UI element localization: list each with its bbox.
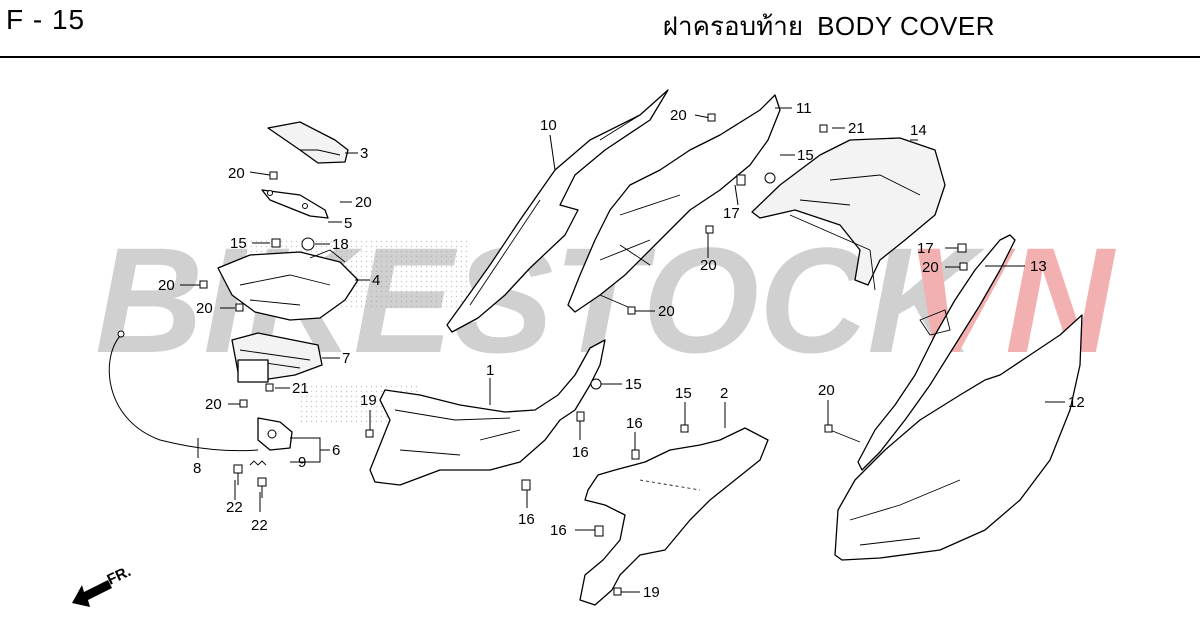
callout-label: 20 bbox=[922, 259, 939, 276]
title-english: BODY COVER bbox=[817, 11, 995, 41]
part-4-center-tray[interactable] bbox=[217, 249, 359, 321]
part-22-bolts[interactable] bbox=[233, 464, 267, 498]
callout-label: 9 bbox=[298, 454, 306, 471]
callout-label: 20 bbox=[158, 277, 175, 294]
title-thai: ฝาครอบท้าย bbox=[662, 11, 804, 41]
callout-label: 16 bbox=[550, 522, 567, 539]
callout-label: 20 bbox=[818, 382, 835, 399]
part-12-side-panel[interactable] bbox=[834, 314, 1083, 561]
part-5-bracket[interactable] bbox=[261, 189, 329, 219]
callout-label: 12 bbox=[1068, 394, 1085, 411]
part-3-cover-lid[interactable] bbox=[267, 121, 349, 164]
callout-label: 6 bbox=[332, 442, 340, 459]
callout-label: 18 bbox=[332, 236, 349, 253]
callout-label: 15 bbox=[625, 376, 642, 393]
callout-label: 22 bbox=[251, 517, 268, 534]
part-7-latch-unit[interactable] bbox=[231, 332, 323, 383]
callout-label: 19 bbox=[643, 584, 660, 601]
callout-label: 20 bbox=[228, 165, 245, 182]
part-1-lower-cover[interactable] bbox=[369, 339, 606, 486]
callout-label: 20 bbox=[700, 257, 717, 274]
callout-label: 21 bbox=[292, 380, 309, 397]
callout-label: 5 bbox=[344, 215, 352, 232]
callout-label: 16 bbox=[518, 511, 535, 528]
callout-label: 17 bbox=[723, 205, 740, 222]
part-13-side-strip[interactable] bbox=[857, 234, 1016, 471]
callout-label: 20 bbox=[658, 303, 675, 320]
callout-label: 13 bbox=[1030, 258, 1047, 275]
part-8-cable[interactable] bbox=[108, 335, 259, 452]
callout-label: 8 bbox=[193, 460, 201, 477]
callout-label: 20 bbox=[355, 194, 372, 211]
front-label: FR. bbox=[105, 563, 134, 589]
cable-end bbox=[117, 330, 125, 338]
callout-label: 15 bbox=[797, 147, 814, 164]
part-9-spring[interactable] bbox=[249, 460, 267, 466]
page-title: ฝาครอบท้าย BODY COVER bbox=[663, 6, 995, 47]
callout-label: 16 bbox=[626, 415, 643, 432]
callout-label: 4 bbox=[372, 272, 380, 289]
callout-label: 15 bbox=[675, 385, 692, 402]
callout-label: 19 bbox=[360, 392, 377, 409]
callout-label: 15 bbox=[230, 235, 247, 252]
callout-label: 20 bbox=[205, 396, 222, 413]
callout-label: 20 bbox=[670, 107, 687, 124]
callout-label: 10 bbox=[540, 117, 557, 134]
part-14-rear-hugger[interactable] bbox=[751, 137, 946, 286]
callout-label: 1 bbox=[486, 362, 494, 379]
header-divider bbox=[0, 56, 1200, 58]
callout-label: 2 bbox=[720, 385, 728, 402]
callout-label: 7 bbox=[342, 350, 350, 367]
arrow-icon bbox=[72, 580, 112, 607]
callout-label: 21 bbox=[848, 120, 865, 137]
part-6-lock[interactable] bbox=[257, 417, 293, 451]
part-11-rear-frame[interactable] bbox=[567, 94, 781, 313]
fasteners bbox=[199, 113, 968, 596]
front-direction-arrow: FR. bbox=[72, 563, 134, 607]
page-code: F - 15 bbox=[6, 4, 86, 35]
callout-label: 20 bbox=[196, 300, 213, 317]
callout-label: 16 bbox=[572, 444, 589, 461]
part-2-floor-cover[interactable] bbox=[579, 427, 769, 606]
callout-label: 11 bbox=[796, 100, 812, 117]
callout-label: 17 bbox=[917, 240, 934, 257]
callout-label: 14 bbox=[910, 122, 927, 139]
callout-labels: 3 20 20 5 15 18 4 20 20 7 21 20 6 9 8 22… bbox=[158, 100, 1085, 601]
callout-label: 22 bbox=[226, 499, 243, 516]
callout-label: 3 bbox=[360, 145, 368, 162]
